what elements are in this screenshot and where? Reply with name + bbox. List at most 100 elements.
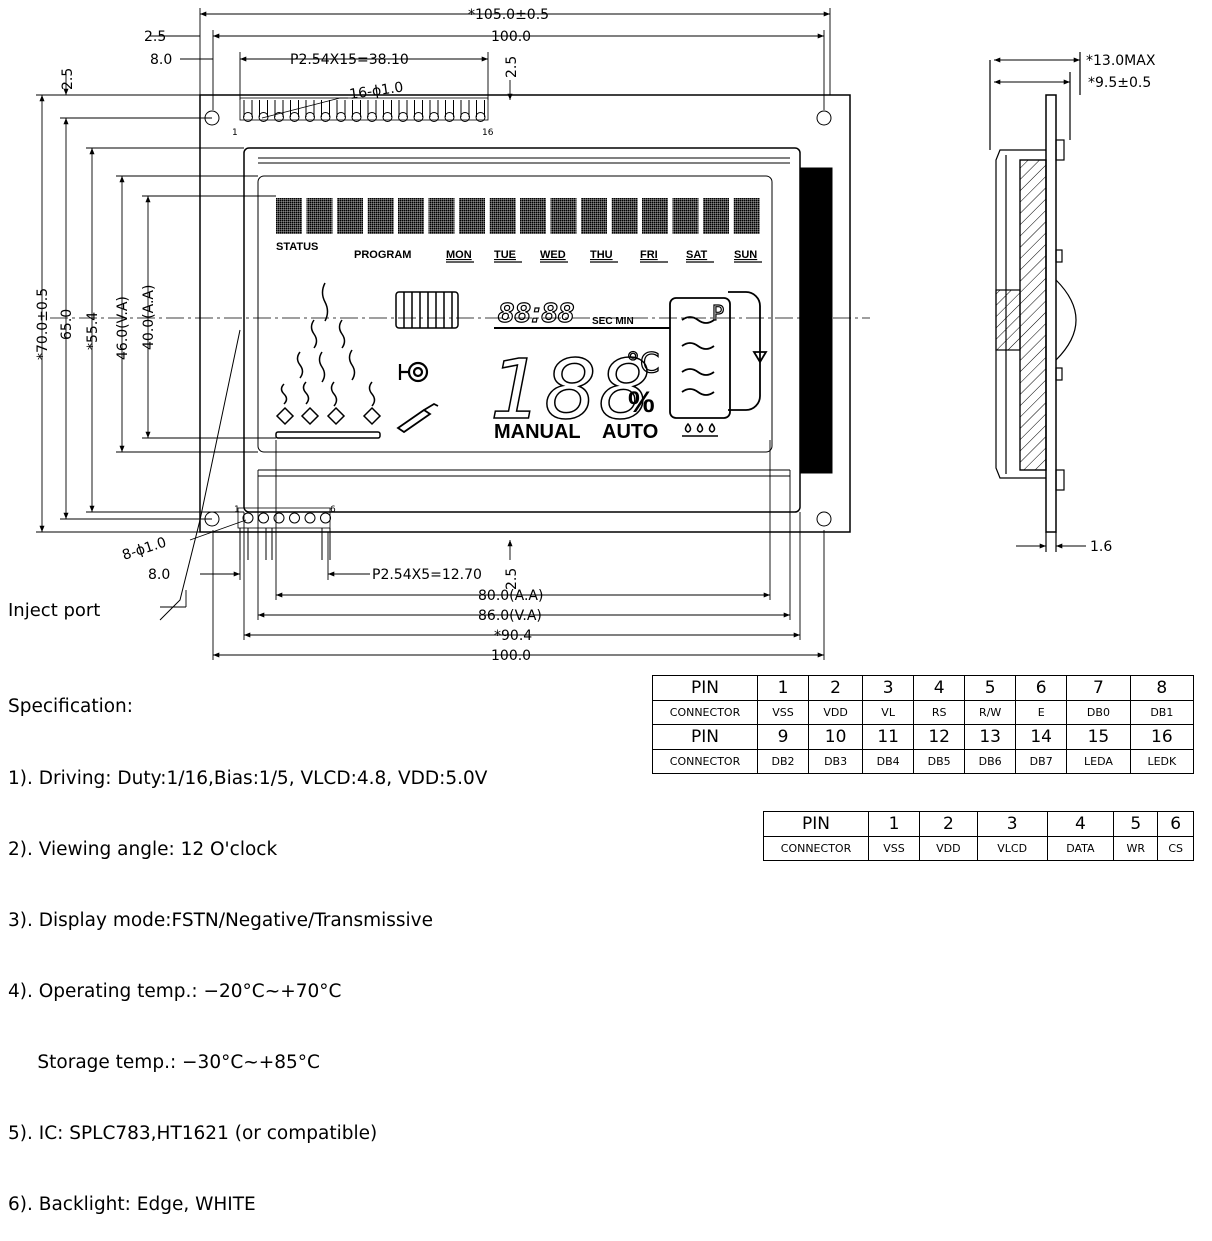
- fan-icon: [398, 361, 429, 383]
- pcb-outline: [199, 94, 851, 533]
- matrix-char: [306, 198, 333, 234]
- matrix-char: [550, 198, 577, 234]
- connector-signal: DB7: [1015, 749, 1068, 774]
- dim-va-width: 86.0(V.A): [478, 608, 542, 624]
- connector-signal: VLCD: [976, 836, 1048, 861]
- celsius-label: °C: [626, 346, 660, 379]
- top-pin-row: [243, 100, 486, 122]
- matrix-char: [642, 198, 668, 234]
- pin-row: PIN 1 2 3 4 5 6 7 8: [652, 675, 1195, 701]
- pin-table-lcm: PIN 1 2 3 4 5 6 7 8 CONNECTOR VSS VDD VL…: [652, 675, 1195, 774]
- dim-pin1-offset-top: 8.0: [150, 52, 172, 68]
- pin-number: 2: [808, 675, 864, 701]
- pin-number: 1: [867, 811, 921, 837]
- connector-signal: RS: [913, 700, 966, 725]
- pin-row-label: PIN: [652, 724, 758, 750]
- connector-signal: DB3: [808, 749, 864, 774]
- matrix-char: [428, 198, 455, 234]
- program-p-label: P: [712, 301, 724, 325]
- auto-label: AUTO: [602, 421, 658, 443]
- connector-row: CONNECTOR VSS VDD VL RS R/W E DB0 DB1: [652, 700, 1195, 725]
- pin-number: 3: [976, 811, 1048, 837]
- program-box-icon: [669, 291, 768, 419]
- spec-item: 6). Backlight: Edge, WHITE: [8, 1194, 256, 1216]
- matrix-char: [611, 198, 638, 234]
- matrix-char: [581, 198, 607, 234]
- pin-number: 4: [913, 675, 966, 701]
- pin-number: 7: [1066, 675, 1131, 701]
- pin-number: 6: [1157, 811, 1194, 837]
- connector-signal: DB5: [913, 749, 966, 774]
- dimension-text: *105.0±0.5 100.0 2.5 8.0 P2.54X15=38.10 …: [8, 7, 549, 664]
- sec-min-label: SEC MIN: [592, 316, 634, 327]
- dimension-lines: [36, 8, 831, 660]
- connector-signal: E: [1015, 700, 1068, 725]
- connector-signal: R/W: [964, 700, 1017, 725]
- pin-row-label: PIN: [652, 675, 758, 701]
- pin-number: 5: [964, 675, 1017, 701]
- pin-number: 14: [1015, 724, 1068, 750]
- pin-row-label: PIN: [763, 811, 869, 837]
- dim-top-pin-holes: 16-ϕ1.0: [348, 80, 404, 103]
- connector-signal: DB6: [964, 749, 1017, 774]
- day-label: FRI: [640, 249, 658, 261]
- connector-signal: VDD: [919, 836, 978, 861]
- connector-signal: DATA: [1046, 836, 1115, 861]
- connector-row-label: CONNECTOR: [763, 836, 869, 861]
- matrix-char: [733, 198, 760, 234]
- dim-pin1-offset-bottom: 8.0: [148, 567, 170, 583]
- spec-item: Storage temp.: −30°C~+85°C: [8, 1051, 320, 1073]
- pin-number: 9: [756, 724, 810, 750]
- spec-item: 3). Display mode:FSTN/Negative/Transmiss…: [8, 909, 434, 931]
- dim-overall-height: *70.0±0.5: [35, 288, 51, 360]
- connector-row: CONNECTOR VSS VDD VLCD DATA WR CS: [763, 836, 1194, 861]
- pin-number: 6: [1015, 675, 1068, 701]
- dim-bezel-height: *55.4: [85, 312, 101, 350]
- dim-bottom-pin-holes: 8-ϕ1.0: [120, 535, 168, 564]
- dim-board-width: 100.0: [491, 29, 531, 45]
- matrix-char: [398, 198, 424, 234]
- dim-left-top-offset: 2.5: [60, 68, 76, 90]
- dim-overall-width: *105.0±0.5: [468, 7, 549, 23]
- dot-matrix-row: [276, 198, 760, 234]
- pin-number: 10: [808, 724, 864, 750]
- day-label: WED: [540, 249, 566, 261]
- tool-icon: [396, 402, 439, 434]
- matrix-char: [489, 198, 516, 234]
- dim-board-width-bottom: 100.0: [491, 648, 531, 664]
- specification-block: Specification: 1). Driving: Duty:1/16,Bi…: [8, 648, 487, 1241]
- bottom-pin1-label: 1: [234, 505, 240, 515]
- pin-number: 13: [964, 724, 1017, 750]
- side-view: [989, 52, 1086, 552]
- spec-item: 2). Viewing angle: 12 O'clock: [8, 838, 278, 860]
- connector-signal: VDD: [808, 700, 864, 725]
- matrix-char: [672, 198, 699, 234]
- dim-side-max-thickness: *13.0MAX: [1086, 53, 1156, 69]
- matrix-char: [703, 198, 729, 234]
- matrix-char: [337, 198, 363, 234]
- heat-waves-icon: [280, 282, 376, 407]
- dim-side-module-thickness: *9.5±0.5: [1088, 75, 1151, 91]
- day-label: TUE: [494, 249, 516, 261]
- connector-signal: VSS: [867, 836, 921, 861]
- percent-label: %: [628, 386, 655, 419]
- radiator-icon: [395, 291, 459, 329]
- manual-label: MANUAL: [494, 421, 581, 443]
- pin-number: 11: [862, 724, 915, 750]
- bottom-pin-row: [239, 512, 331, 560]
- inject-port-label: Inject port: [8, 600, 100, 621]
- pin-hole: [289, 512, 300, 524]
- connector-signal: CS: [1157, 836, 1194, 861]
- connector-row-label: CONNECTOR: [652, 749, 758, 774]
- specification-title: Specification:: [8, 696, 134, 718]
- viewing-area: [257, 175, 773, 453]
- pin-number: 5: [1113, 811, 1159, 837]
- day-label: THU: [590, 249, 613, 261]
- connector-signal: VL: [862, 700, 915, 725]
- dim-aa-width: 80.0(A.A): [478, 588, 543, 604]
- dim-edge-offset: 2.5: [144, 29, 166, 45]
- connector-signal: WR: [1113, 836, 1159, 861]
- pin-number: 16: [1129, 724, 1195, 750]
- connector-signal: LEDK: [1129, 749, 1195, 774]
